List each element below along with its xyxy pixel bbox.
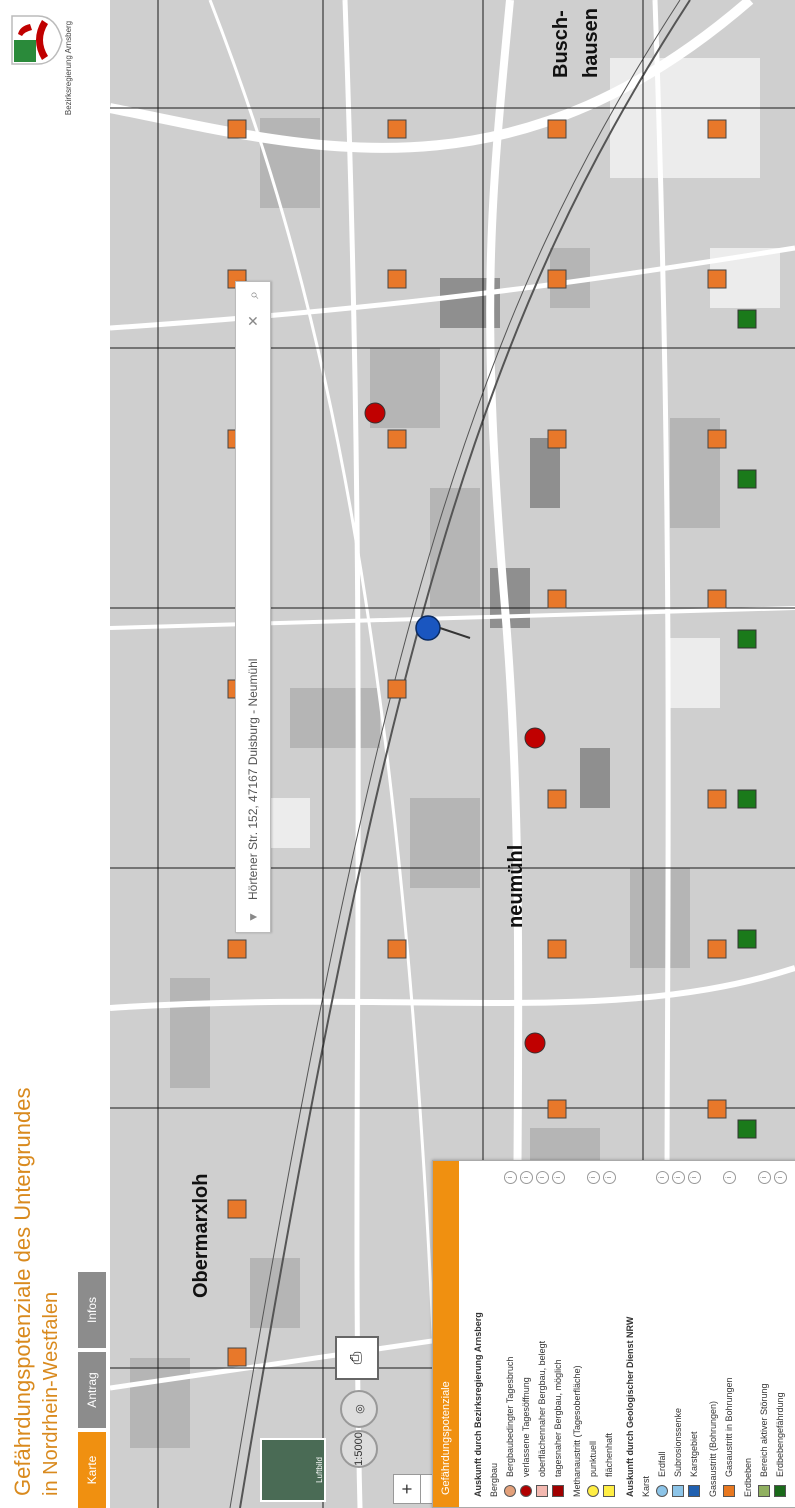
legend-swatch [587,1485,599,1497]
legend-item: Bergbaubedingter Tagesbruch i [502,1171,518,1497]
legend-item-label: Bergbaubedingter Tagesbruch [505,1356,515,1477]
legend-swatch [603,1485,615,1497]
place-label-busch: Busch- [550,10,572,78]
legend-item-label: Subrosionssenke [673,1407,683,1477]
close-icon[interactable]: ✕ [244,315,261,327]
legend-item-label: Bereich aktiver Störung [759,1383,769,1477]
legend-item: punktuell i [585,1171,601,1497]
legend-swatch [520,1485,532,1497]
legend-item-label: Erdbebengefährdung [775,1392,785,1477]
info-icon[interactable]: i [503,1171,517,1184]
page-header: Gefährdungspotenziale des Untergrundes i… [0,0,110,1508]
legend-item-label: tagesnaher Bergbau, möglich [553,1359,563,1477]
legend-item: Erdfall i [654,1171,670,1497]
legend-swatch [688,1485,700,1497]
address-search: ▼ ✕ ⌕ [235,281,271,933]
info-icon[interactable]: i [655,1171,669,1184]
page-subtitle: in Nordrhein-Westfalen [40,1291,62,1496]
info-icon[interactable]: i [687,1171,701,1184]
legend-item-label: verlassene Tagesöffnung [521,1377,531,1477]
zoom-in-button[interactable]: + [396,1483,417,1495]
legend-swatch [774,1485,786,1497]
info-icon[interactable]: i [773,1171,787,1184]
locate-icon[interactable]: ◎ [340,1390,378,1428]
legend-swatch [723,1485,735,1497]
legend-body: Auskunft durch Bezirksregierung Arnsberg… [459,1161,794,1507]
legend-swatch [504,1485,516,1497]
mine-opening-marker[interactable] [524,727,546,749]
legend-swatch [552,1485,564,1497]
info-icon[interactable]: i [671,1171,685,1184]
legend-item-label: Gasaustritt in Bohrungen [724,1377,734,1477]
legend-swatch [758,1485,770,1497]
nrw-logo [11,15,63,65]
legend-item: flächenhaft i [601,1171,617,1497]
place-label-obermarxloh: Obermarxloh [190,1173,212,1298]
legend-item-label: flächenhaft [604,1432,614,1477]
legend-item: oberflächennaher Bergbau, belegt i [534,1171,550,1497]
legend-group-title: Bergbau [489,1462,499,1497]
legend-group-title: Erdbeben [743,1457,753,1497]
legend-item: Bereich aktiver Störung i [756,1171,772,1497]
legend-section-heading: Auskunft durch Bezirksregierung Arnsberg [473,1312,483,1497]
place-label-hausen: hausen [580,7,602,78]
map-markers [364,402,546,1054]
legend-item-label: Erdfall [657,1451,667,1477]
tab-infos[interactable]: Infos [78,1272,106,1348]
legend-item: Subrosionssenke i [670,1171,686,1497]
tab-karte[interactable]: Karte [78,1432,106,1508]
legend-item: verlassene Tagesöffnung i [518,1171,534,1497]
legend-item-label: oberflächennaher Bergbau, belegt [537,1340,547,1477]
info-icon[interactable]: i [519,1171,533,1184]
legend-item: tagesnaher Bergbau, möglich i [550,1171,566,1497]
info-icon[interactable]: i [757,1171,771,1184]
main-nav: Karte Antrag Infos [78,1272,106,1508]
basemap-toggle[interactable]: Luftbild [260,1438,326,1502]
filter-icon[interactable]: ▼ [246,911,260,923]
location-pin-icon[interactable] [415,615,441,641]
info-icon[interactable]: i [535,1171,549,1184]
print-icon[interactable]: ⎙ [335,1336,379,1380]
legend-item: Erdbebengefährdung i [772,1171,788,1497]
info-icon[interactable]: i [602,1171,616,1184]
tab-antrag[interactable]: Antrag [78,1352,106,1428]
legend-item-label: Karstgebiet [689,1431,699,1477]
legend-swatch [672,1485,684,1497]
search-icon[interactable]: ⌕ [244,291,261,299]
legend-group-title: Methanaustritt (Tagesoberfläche) [572,1365,582,1497]
legend-group-title: Gasaustritt (Bohrungen) [708,1400,718,1497]
legend-group-title: Karst [641,1475,651,1497]
legend-swatch [536,1485,548,1497]
mine-opening-marker[interactable] [364,402,386,424]
legend-title[interactable]: Gefährdungspotenziale [433,1161,459,1507]
legend-item-label: punktuell [588,1440,598,1477]
mine-opening-marker[interactable] [524,1032,546,1054]
legend-section-heading: Auskunft durch Geologischer Dienst NRW [625,1316,635,1497]
basemap-toggle-label: Luftbild [315,1457,324,1483]
map-view[interactable]: Obermarxloh neumühl Busch- hausen am ▼ ✕… [110,0,795,1508]
legend-panel: Gefährdungspotenziale Auskunft durch Bez… [432,1160,795,1508]
page-title: Gefährdungspotenziale des Untergrundes [10,1087,35,1497]
place-label-neumuhl: neumühl [505,844,527,928]
scale-button[interactable]: 1:5000 [340,1430,378,1468]
legend-item: Gasaustritt in Bohrungen i [721,1171,737,1497]
authority-label: Bezirksregierung Arnsberg [64,20,73,116]
info-icon[interactable]: i [586,1171,600,1184]
info-icon[interactable]: i [722,1171,736,1184]
legend-swatch [656,1485,668,1497]
info-icon[interactable]: i [551,1171,565,1184]
legend-item: Karstgebiet i [686,1171,702,1497]
address-search-input[interactable] [245,334,261,902]
